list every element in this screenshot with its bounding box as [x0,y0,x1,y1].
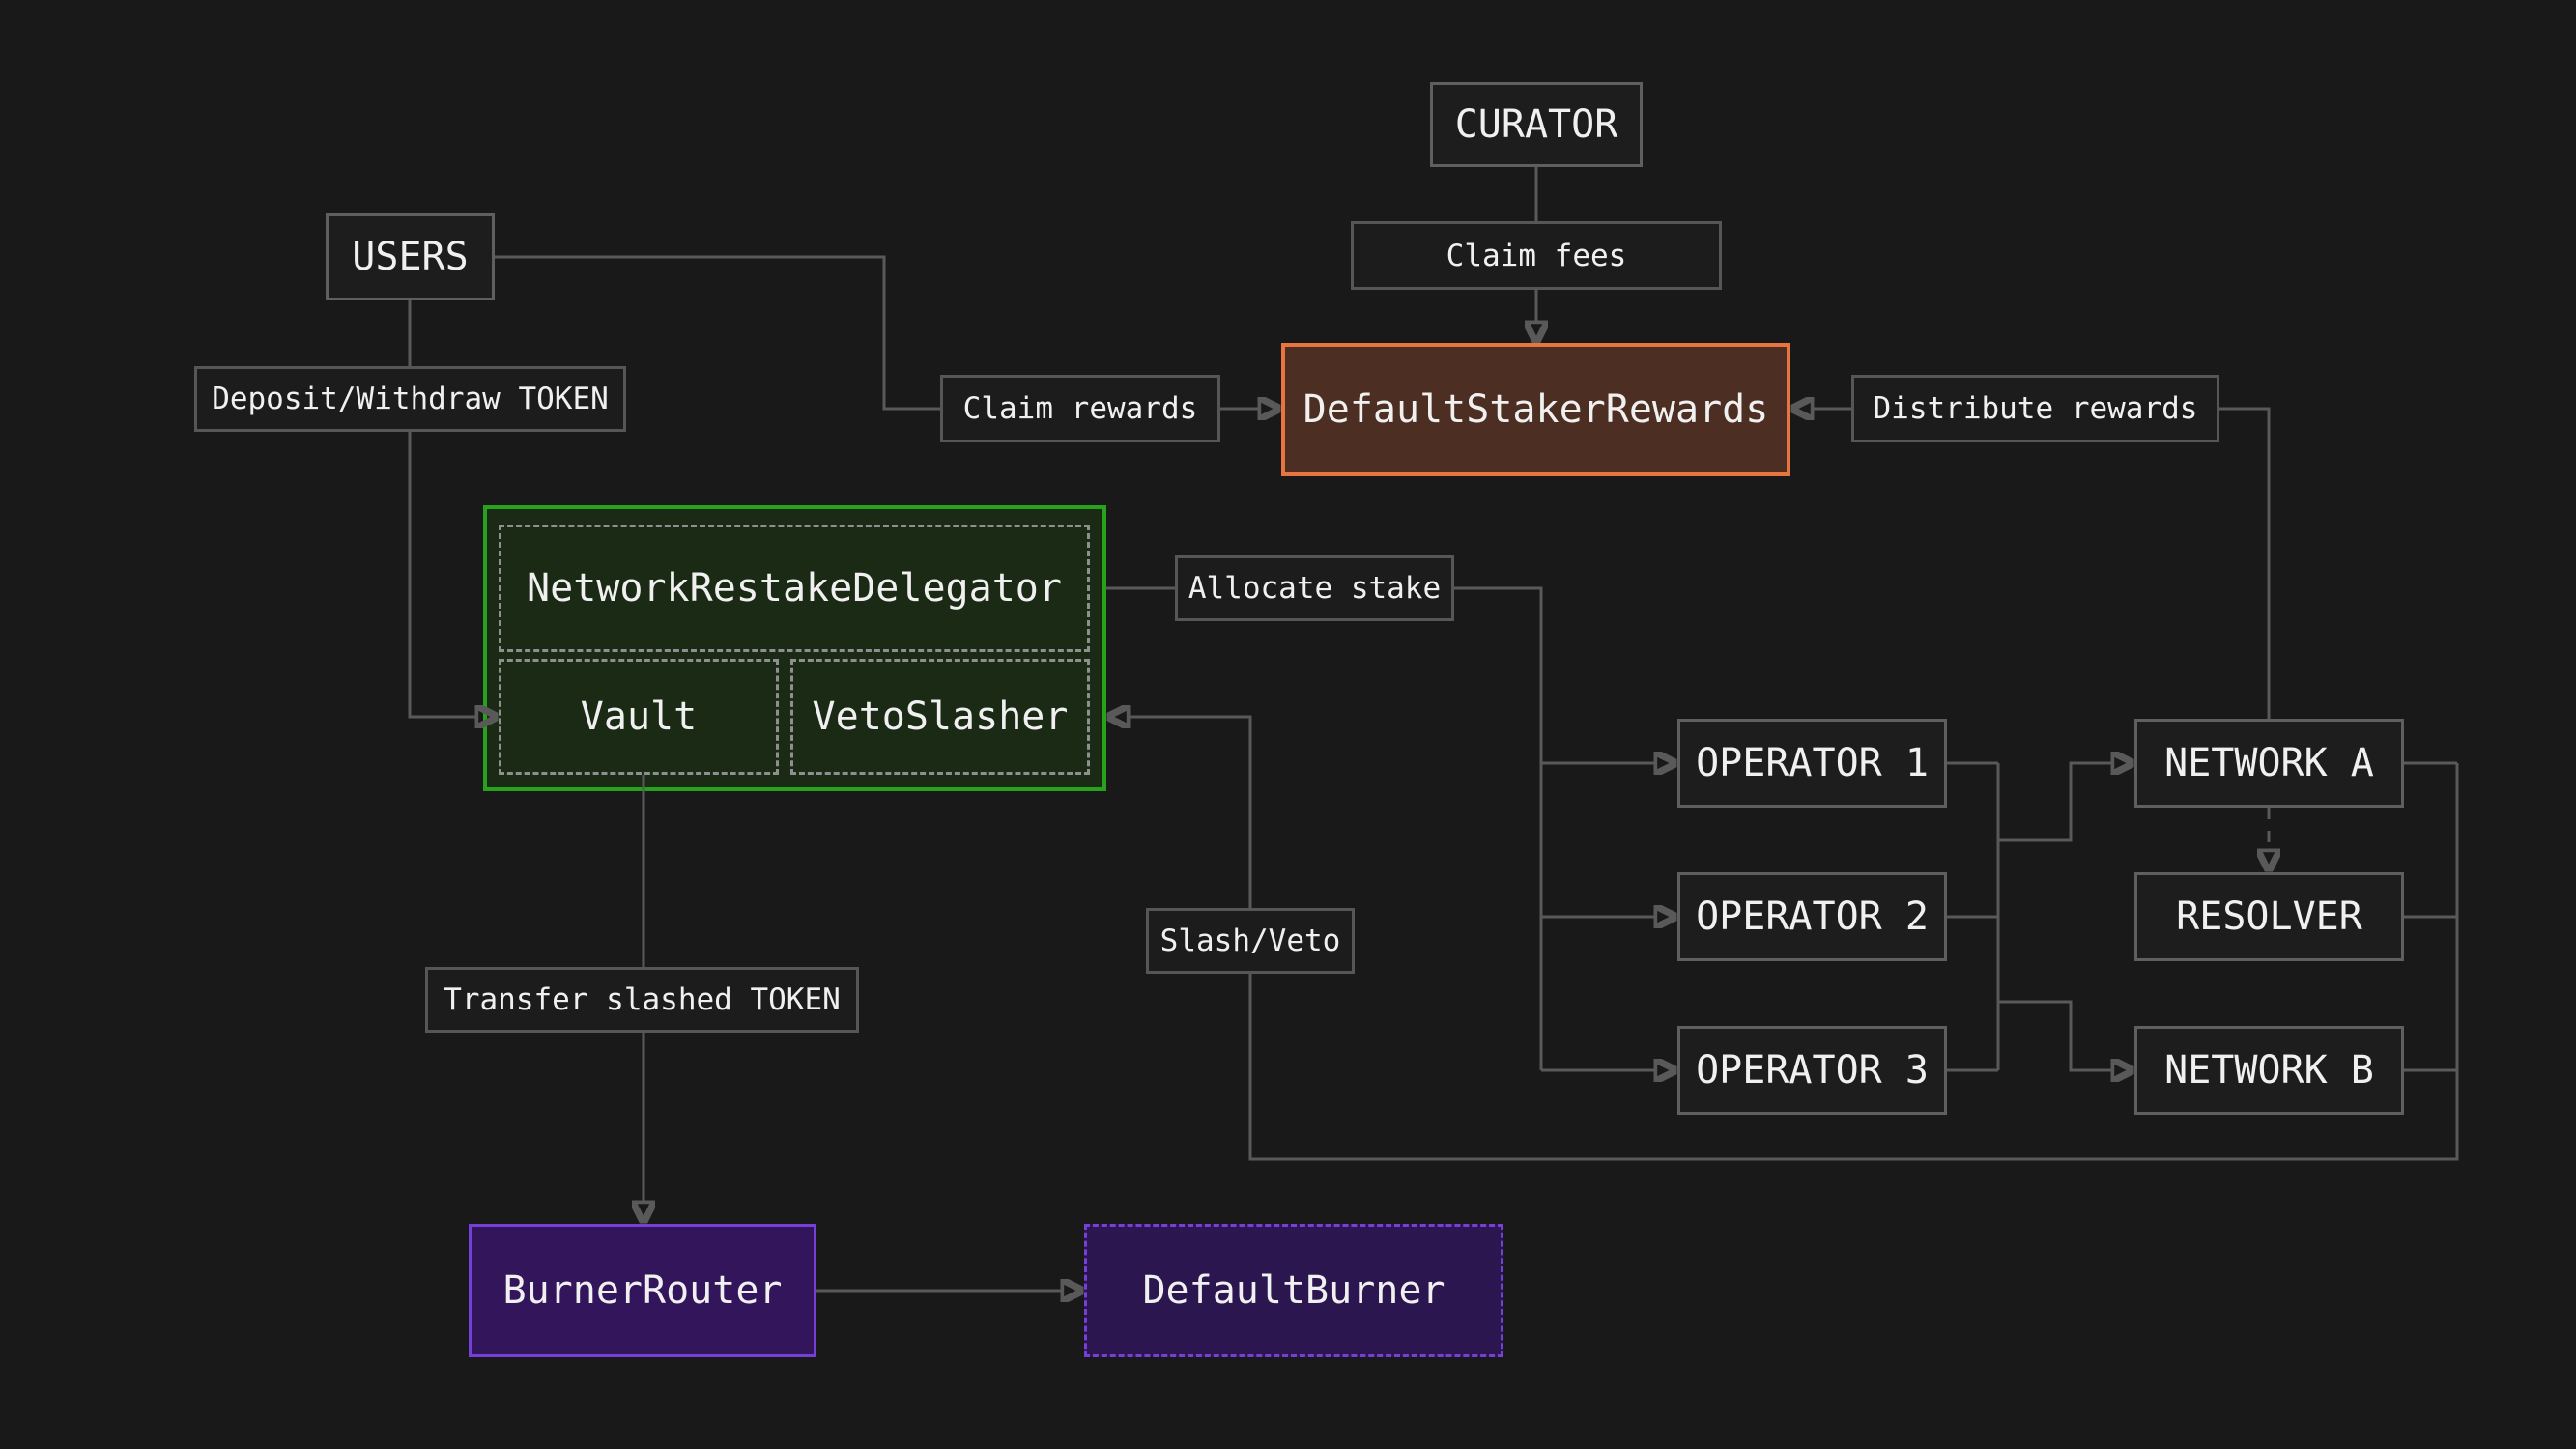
label-deposit-withdraw-token-text: Deposit/Withdraw TOKEN [212,382,609,416]
label-slash-veto-text: Slash/Veto [1159,923,1341,958]
node-veto-slasher: VetoSlasher [790,659,1090,775]
node-default-staker-rewards-label: DefaultStakerRewards [1302,387,1769,432]
label-allocate-stake-text: Allocate stake [1188,571,1442,606]
label-slash-veto: Slash/Veto [1146,908,1355,974]
node-default-staker-rewards: DefaultStakerRewards [1281,343,1790,476]
label-deposit-withdraw-token: Deposit/Withdraw TOKEN [194,366,626,432]
node-operator-1-label: OPERATOR 1 [1696,741,1929,785]
node-burner-router-label: BurnerRouter [502,1268,783,1313]
edge-operators-to-network-b [1998,1000,2113,1070]
node-default-burner: DefaultBurner [1084,1224,1503,1357]
label-claim-fees: Claim fees [1351,221,1722,290]
node-users-label: USERS [352,235,469,279]
label-allocate-stake: Allocate stake [1175,555,1454,621]
node-vault-label: Vault [580,695,698,739]
node-resolver-label: RESOLVER [2176,895,2362,939]
vault-container [483,505,1106,791]
node-operator-2-label: OPERATOR 2 [1696,895,1929,939]
node-veto-slasher-label: VetoSlasher [812,695,1069,739]
label-claim-fees-text: Claim fees [1445,238,1627,273]
node-network-restake-delegator: NetworkRestakeDelegator [499,525,1090,652]
node-vault: Vault [499,659,779,775]
edge-operators-to-network-a [1998,763,2113,842]
label-claim-rewards-text: Claim rewards [962,391,1198,426]
node-curator: CURATOR [1430,82,1643,167]
node-network-a: NETWORK A [2134,719,2404,808]
edge-allocate-trunk [1454,586,1543,1070]
edge-slash-veto-to-veto-slasher [1128,717,2459,1161]
node-operator-3-label: OPERATOR 3 [1696,1048,1929,1093]
node-network-a-label: NETWORK A [2164,741,2374,785]
node-users: USERS [326,213,495,300]
node-resolver: RESOLVER [2134,872,2404,961]
edge-deposit-to-vault [408,432,477,717]
node-network-restake-delegator-label: NetworkRestakeDelegator [527,566,1062,611]
node-operator-3: OPERATOR 3 [1677,1026,1947,1115]
node-operator-2: OPERATOR 2 [1677,872,1947,961]
edge-network-a-to-distribute-rewards [2219,407,2271,719]
node-curator-label: CURATOR [1454,102,1618,147]
label-distribute-rewards: Distribute rewards [1851,375,2219,442]
node-burner-router: BurnerRouter [469,1224,816,1357]
edge-users-to-claim-rewards [495,255,940,411]
node-operator-1: OPERATOR 1 [1677,719,1947,808]
node-network-b: NETWORK B [2134,1026,2404,1115]
node-network-b-label: NETWORK B [2164,1048,2374,1093]
label-distribute-rewards-text: Distribute rewards [1873,391,2198,426]
node-default-burner-label: DefaultBurner [1142,1268,1445,1313]
label-transfer-slashed-token-text: Transfer slashed TOKEN [444,982,841,1017]
label-claim-rewards: Claim rewards [940,375,1220,442]
label-transfer-slashed-token: Transfer slashed TOKEN [425,967,859,1033]
